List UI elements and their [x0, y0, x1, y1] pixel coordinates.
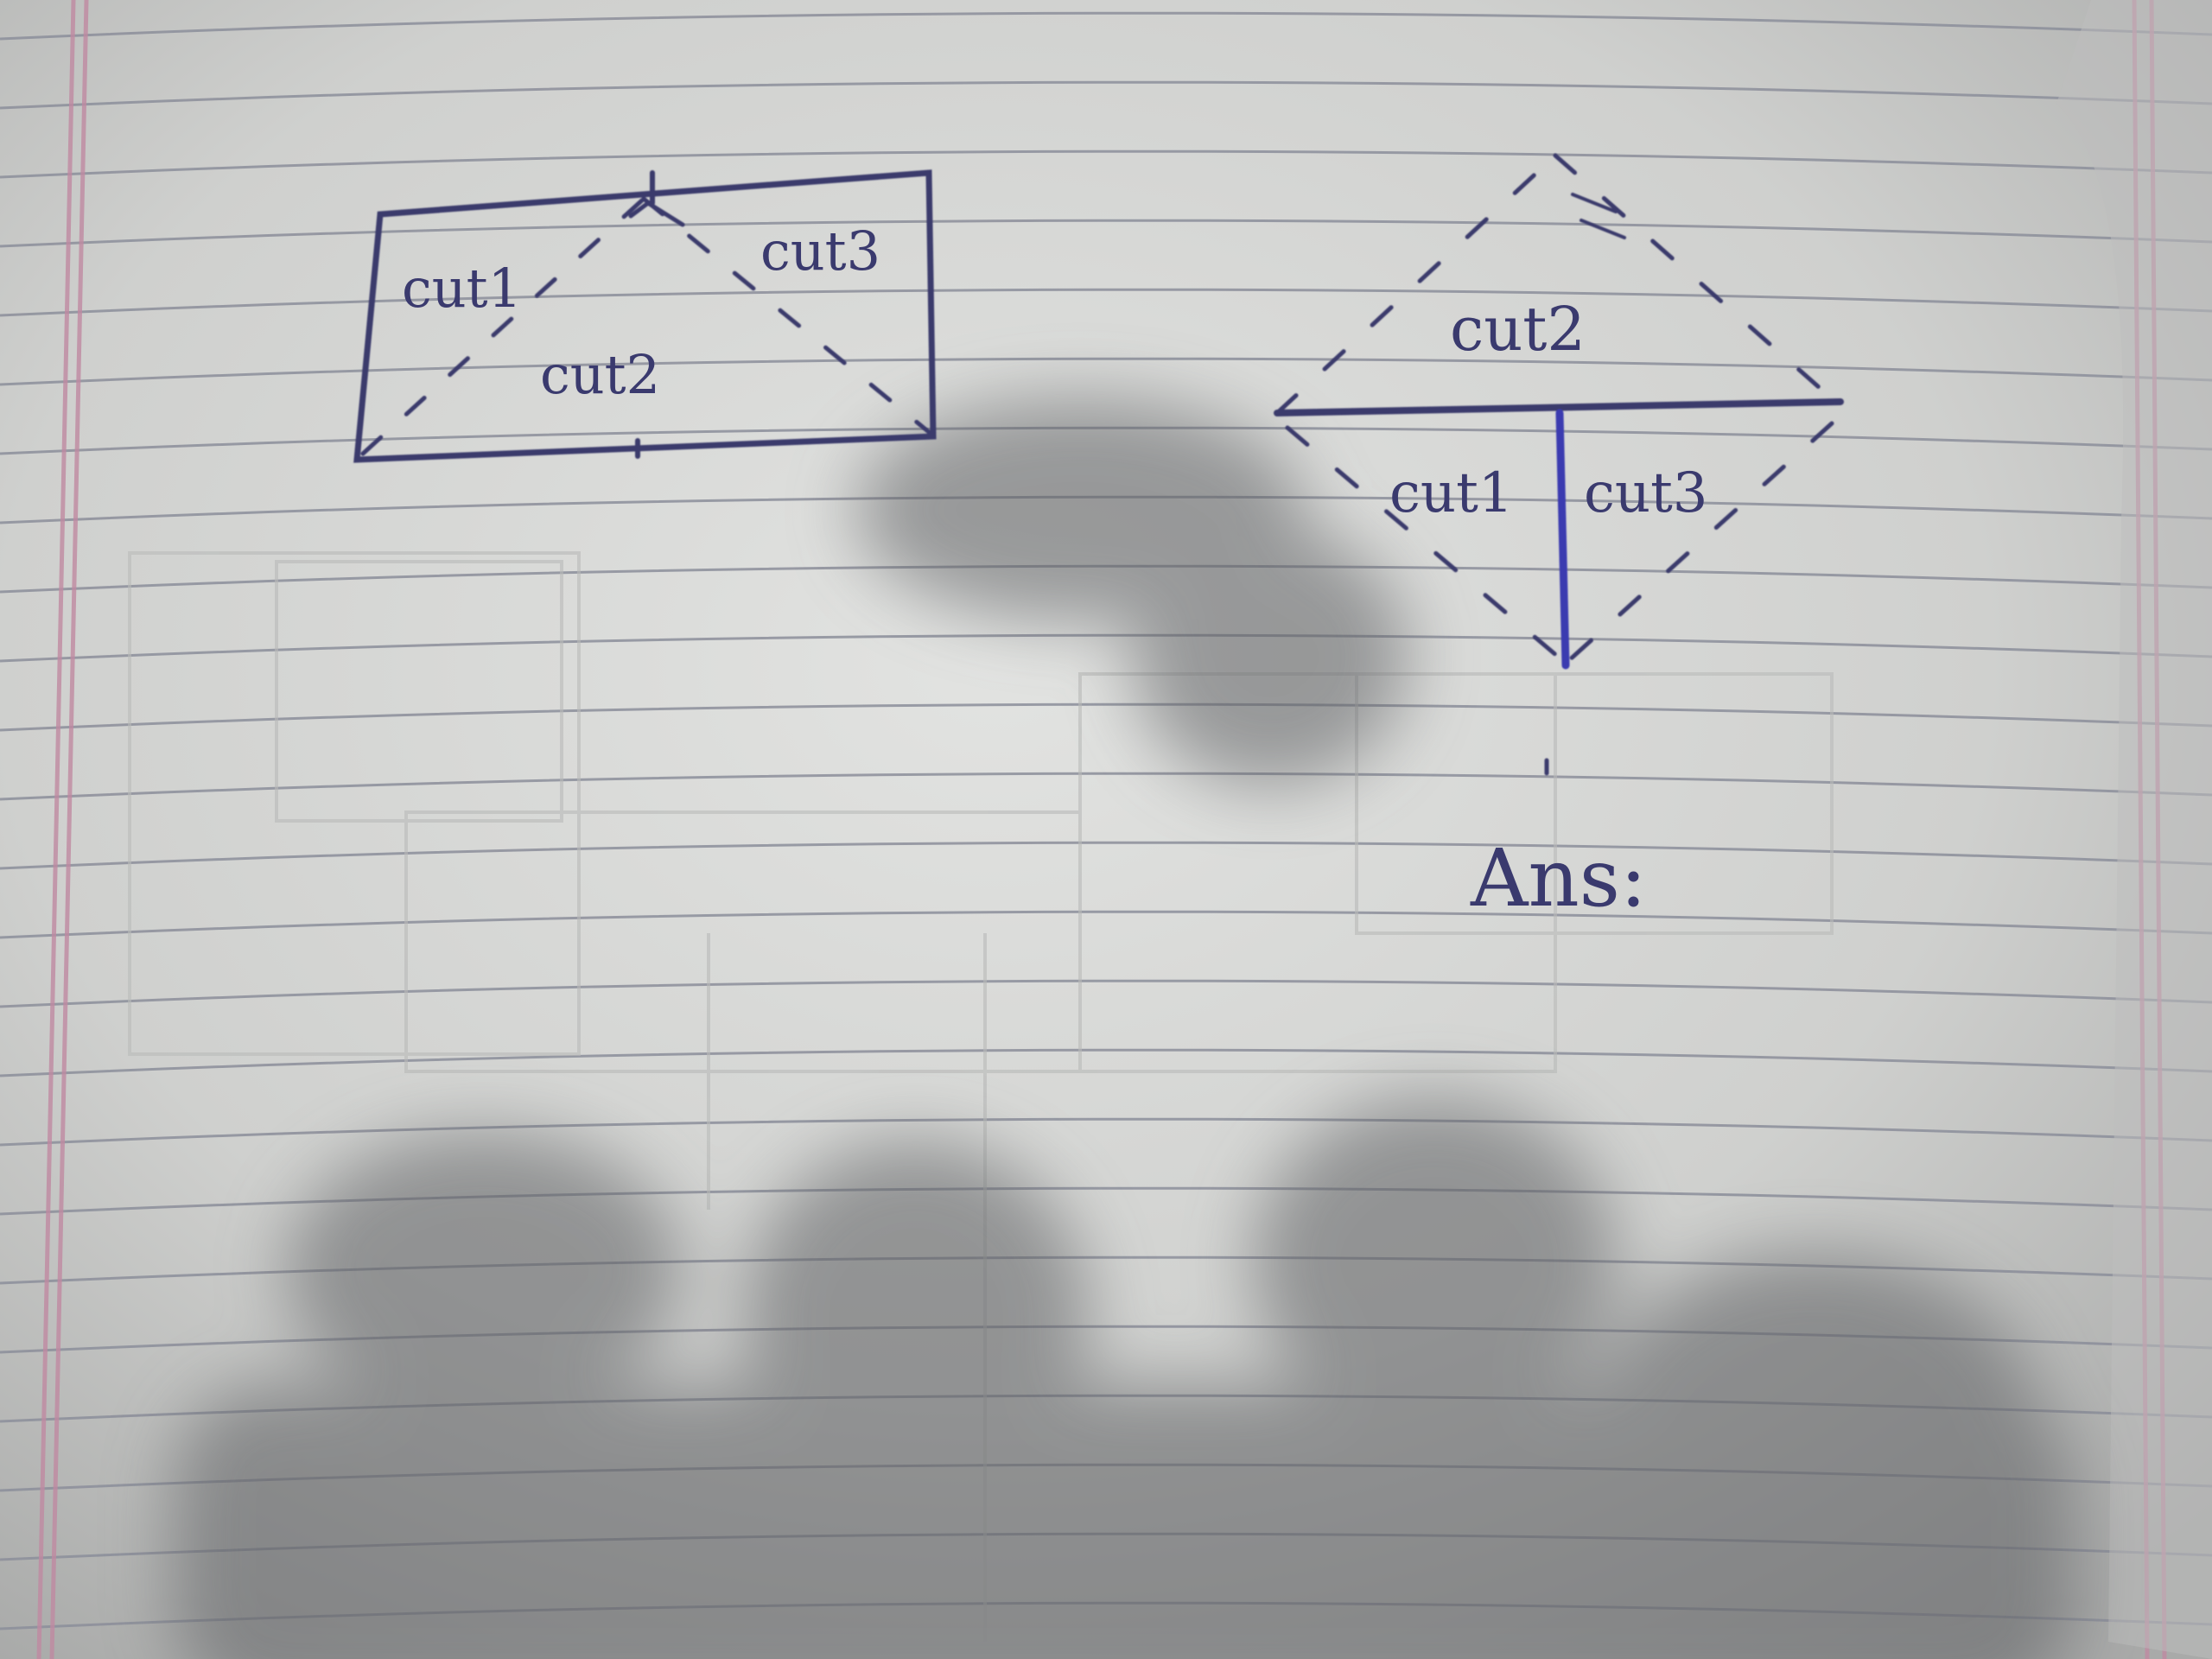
right-vertical-cut: [1555, 409, 1570, 670]
answer-label: Ans:: [1470, 832, 1647, 925]
left-cut-line-2: [641, 196, 931, 435]
left-cut-line-1: [360, 196, 646, 456]
ruled-line: [0, 979, 2212, 1008]
right-label-cut3: cut3: [1584, 461, 1708, 525]
ruled-line: [0, 80, 2212, 110]
ruled-line: [0, 1117, 2212, 1147]
ruled-line: [0, 149, 2212, 179]
left-label-cut3: cut3: [760, 219, 880, 283]
ruled-line: [0, 910, 2212, 939]
ruled-line: [0, 841, 2212, 870]
hand-shadow: [173, 397, 2074, 1659]
ruled-line: [0, 702, 2212, 732]
right-label-cut2: cut2: [1450, 294, 1586, 365]
ruled-line: [0, 357, 2212, 386]
ruled-line: [0, 772, 2212, 801]
right-figure: [1274, 153, 1844, 776]
ruled-line: [0, 633, 2212, 663]
left-label-cut1: cut1: [402, 257, 522, 320]
right-label-cut1: cut1: [1389, 461, 1514, 525]
ruled-line: [0, 219, 2212, 248]
ruled-line: [0, 11, 2212, 41]
left-rectangle: [353, 169, 937, 463]
ruled-line: [0, 288, 2212, 317]
right-top-right-edge: [1553, 153, 1843, 409]
right-top-left-edge: [1274, 153, 1558, 416]
ruled-line: [0, 1048, 2212, 1077]
right-horizontal-cut: [1274, 398, 1844, 416]
left-figure: [353, 169, 937, 463]
left-label-cut2: cut2: [540, 343, 660, 406]
page-curl: [2056, 0, 2212, 1659]
